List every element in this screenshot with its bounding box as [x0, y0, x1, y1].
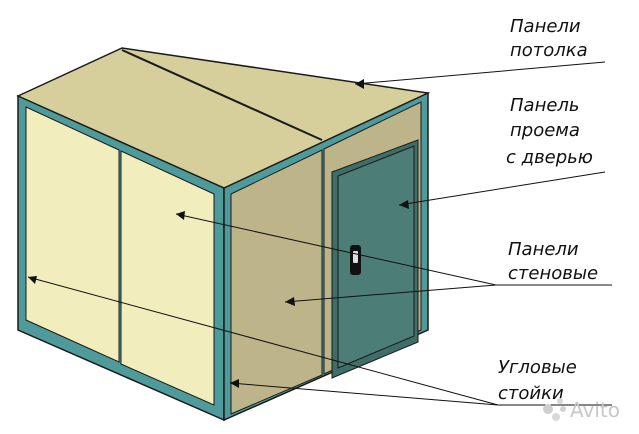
- label-ceiling-line1: Панели: [510, 16, 581, 37]
- label-wall-line1: Панели: [508, 239, 579, 260]
- leader-wall-2: [284, 284, 497, 303]
- leader-door-panel: [398, 171, 606, 206]
- label-door-line1: Панель: [510, 95, 580, 116]
- arrowhead: [399, 200, 409, 209]
- watermark: Avito: [543, 398, 620, 422]
- watermark-text: Avito: [570, 398, 620, 422]
- label-wall-line2: стеновые: [508, 263, 598, 284]
- door-leaf: [337, 145, 415, 369]
- label-door-line2: проема: [510, 120, 580, 141]
- arrowhead: [230, 379, 239, 388]
- front-wall-panel-right: [120, 150, 215, 406]
- label-ceiling-line2: потолка: [510, 40, 588, 61]
- leader-corner-2: [229, 382, 499, 406]
- leader-wall-1: [175, 213, 497, 286]
- arrowhead: [176, 211, 185, 220]
- leader-corner-1: [27, 276, 499, 406]
- ceiling-panel-seam: [121, 49, 323, 141]
- label-corner-line2: стойки: [498, 383, 564, 404]
- front-wall-panel-left: [25, 106, 120, 363]
- label-corner-line1: Угловые: [498, 357, 577, 378]
- label-door-line3: с дверью: [506, 147, 593, 168]
- arrowhead: [285, 297, 295, 306]
- side-wall-panel: [230, 149, 323, 415]
- arrowhead: [28, 276, 37, 284]
- leader-ceiling: [354, 61, 606, 85]
- arrowhead: [355, 79, 364, 89]
